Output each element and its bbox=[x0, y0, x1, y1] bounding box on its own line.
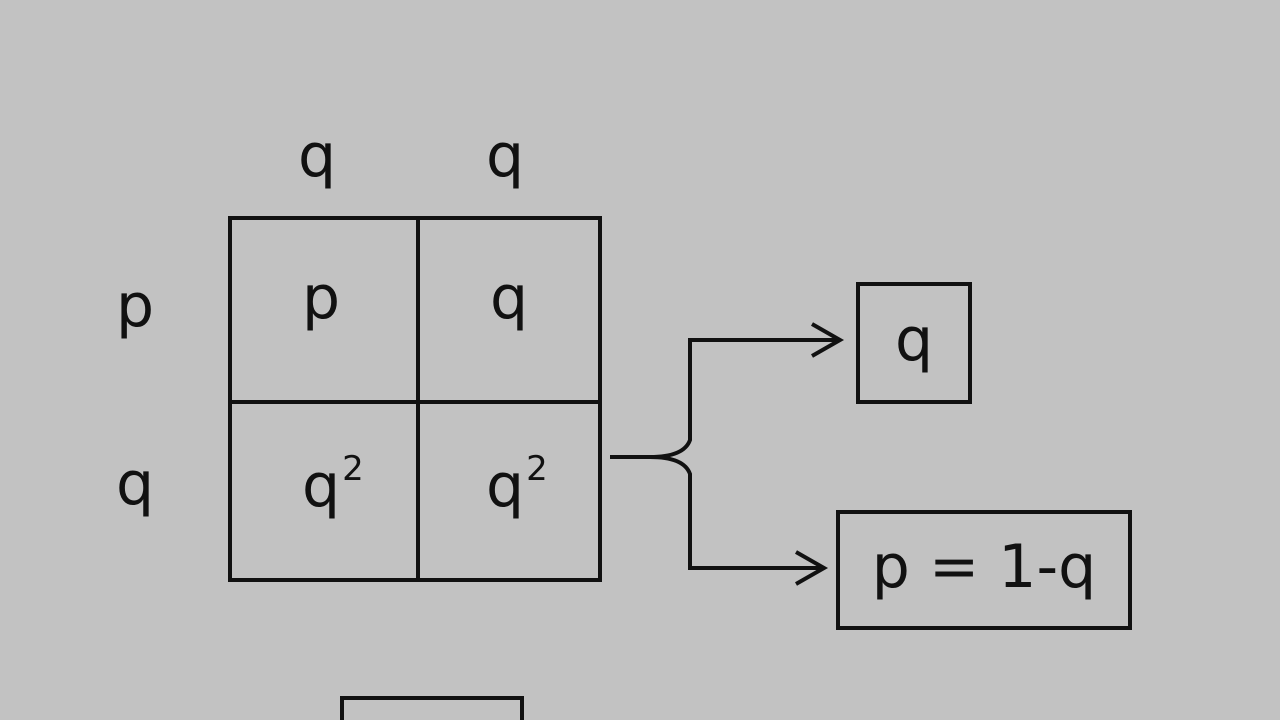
cell-top-left: p bbox=[302, 268, 340, 328]
column-header-1: q bbox=[298, 121, 337, 191]
row-header-2: q bbox=[116, 449, 155, 519]
cell-bottom-right-base: q bbox=[486, 451, 525, 521]
grid-vertical-divider bbox=[416, 220, 420, 578]
brace-connector bbox=[610, 338, 836, 459]
cell-bottom-left: q2 bbox=[302, 452, 364, 516]
partial-box-bottom bbox=[340, 696, 524, 720]
arrowhead-lower bbox=[795, 550, 829, 586]
result-box-p-equation-text: p = 1-q bbox=[871, 532, 1097, 602]
result-box-q: q bbox=[856, 282, 972, 404]
cell-top-right: q bbox=[490, 268, 528, 328]
brace-lower-connector bbox=[649, 455, 820, 570]
punnett-square bbox=[228, 216, 602, 582]
column-header-2: q bbox=[486, 121, 525, 191]
cell-bottom-left-exponent: 2 bbox=[342, 449, 364, 489]
cell-top-right-base: q bbox=[490, 263, 529, 333]
result-box-p-equation: p = 1-q bbox=[836, 510, 1132, 630]
cell-bottom-left-base: q bbox=[302, 451, 341, 521]
result-box-q-text: q bbox=[894, 305, 934, 375]
row-header-1: p bbox=[116, 271, 155, 341]
arrowhead-upper bbox=[811, 322, 845, 358]
grid-horizontal-divider bbox=[232, 400, 598, 404]
cell-bottom-right: q2 bbox=[486, 452, 548, 516]
cell-bottom-right-exponent: 2 bbox=[526, 449, 548, 489]
cell-top-left-base: p bbox=[302, 263, 341, 333]
